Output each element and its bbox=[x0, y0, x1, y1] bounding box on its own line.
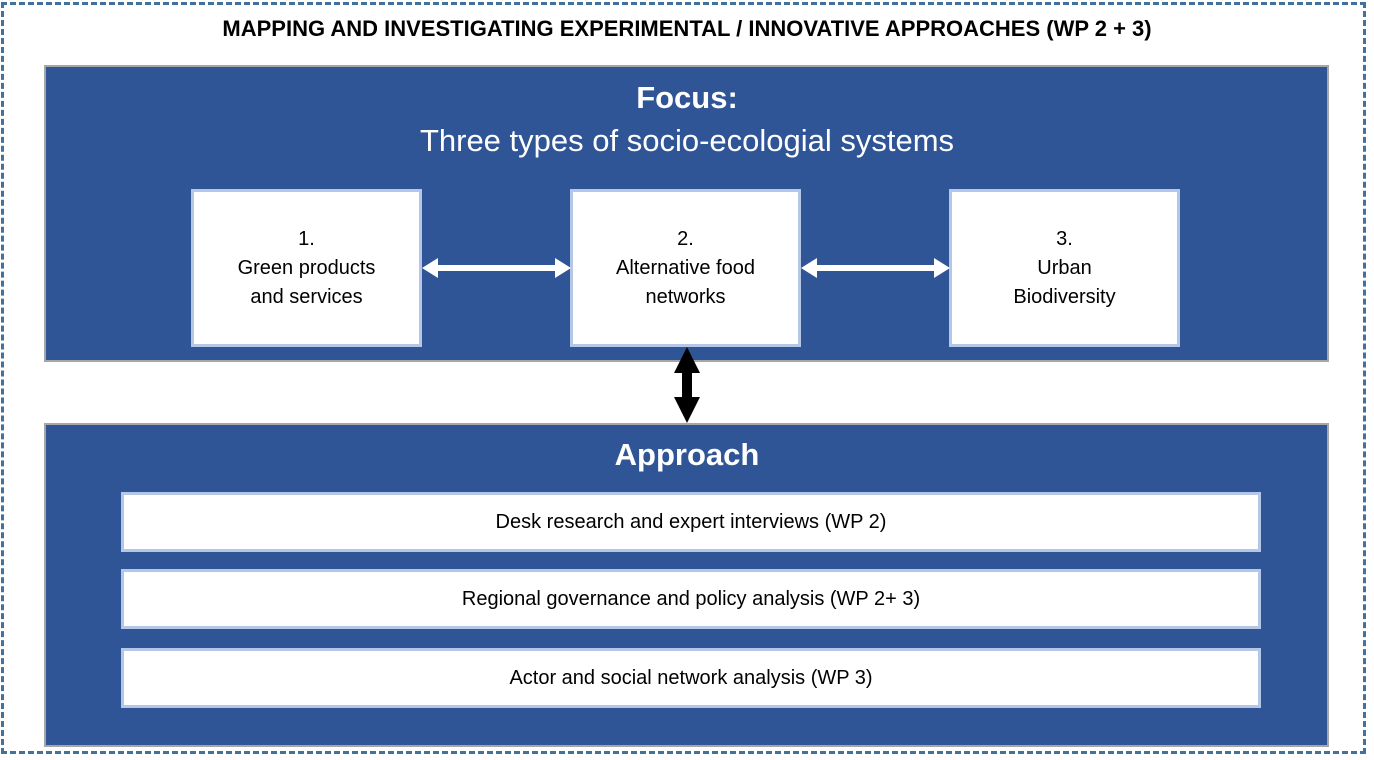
double-arrow-2-3 bbox=[801, 258, 950, 278]
approach-heading: Approach bbox=[614, 437, 760, 472]
system-number: 2. bbox=[677, 227, 694, 250]
approach-item: Desk research and expert interviews (WP … bbox=[121, 492, 1261, 552]
double-arrow-focus-approach bbox=[674, 347, 700, 423]
system-box-1: 1. Green products and services bbox=[191, 189, 422, 347]
double-arrow-1-2 bbox=[422, 258, 571, 278]
approach-item: Regional governance and policy analysis … bbox=[121, 569, 1261, 629]
system-box-3: 3. Urban Biodiversity bbox=[949, 189, 1180, 347]
system-number: 1. bbox=[298, 227, 315, 250]
system-number: 3. bbox=[1056, 227, 1073, 250]
diagram-title: MAPPING AND INVESTIGATING EXPERIMENTAL /… bbox=[222, 16, 1152, 41]
approach-item: Actor and social network analysis (WP 3) bbox=[121, 648, 1261, 708]
system-label: Green products and services bbox=[237, 256, 376, 308]
focus-subtitle: Three types of socio-ecologial systems bbox=[419, 123, 955, 158]
system-label: Alternative food networks bbox=[616, 256, 755, 308]
system-box-2: 2. Alternative food networks bbox=[570, 189, 801, 347]
focus-heading: Focus: bbox=[636, 80, 738, 115]
system-label: Urban Biodiversity bbox=[1013, 256, 1116, 308]
